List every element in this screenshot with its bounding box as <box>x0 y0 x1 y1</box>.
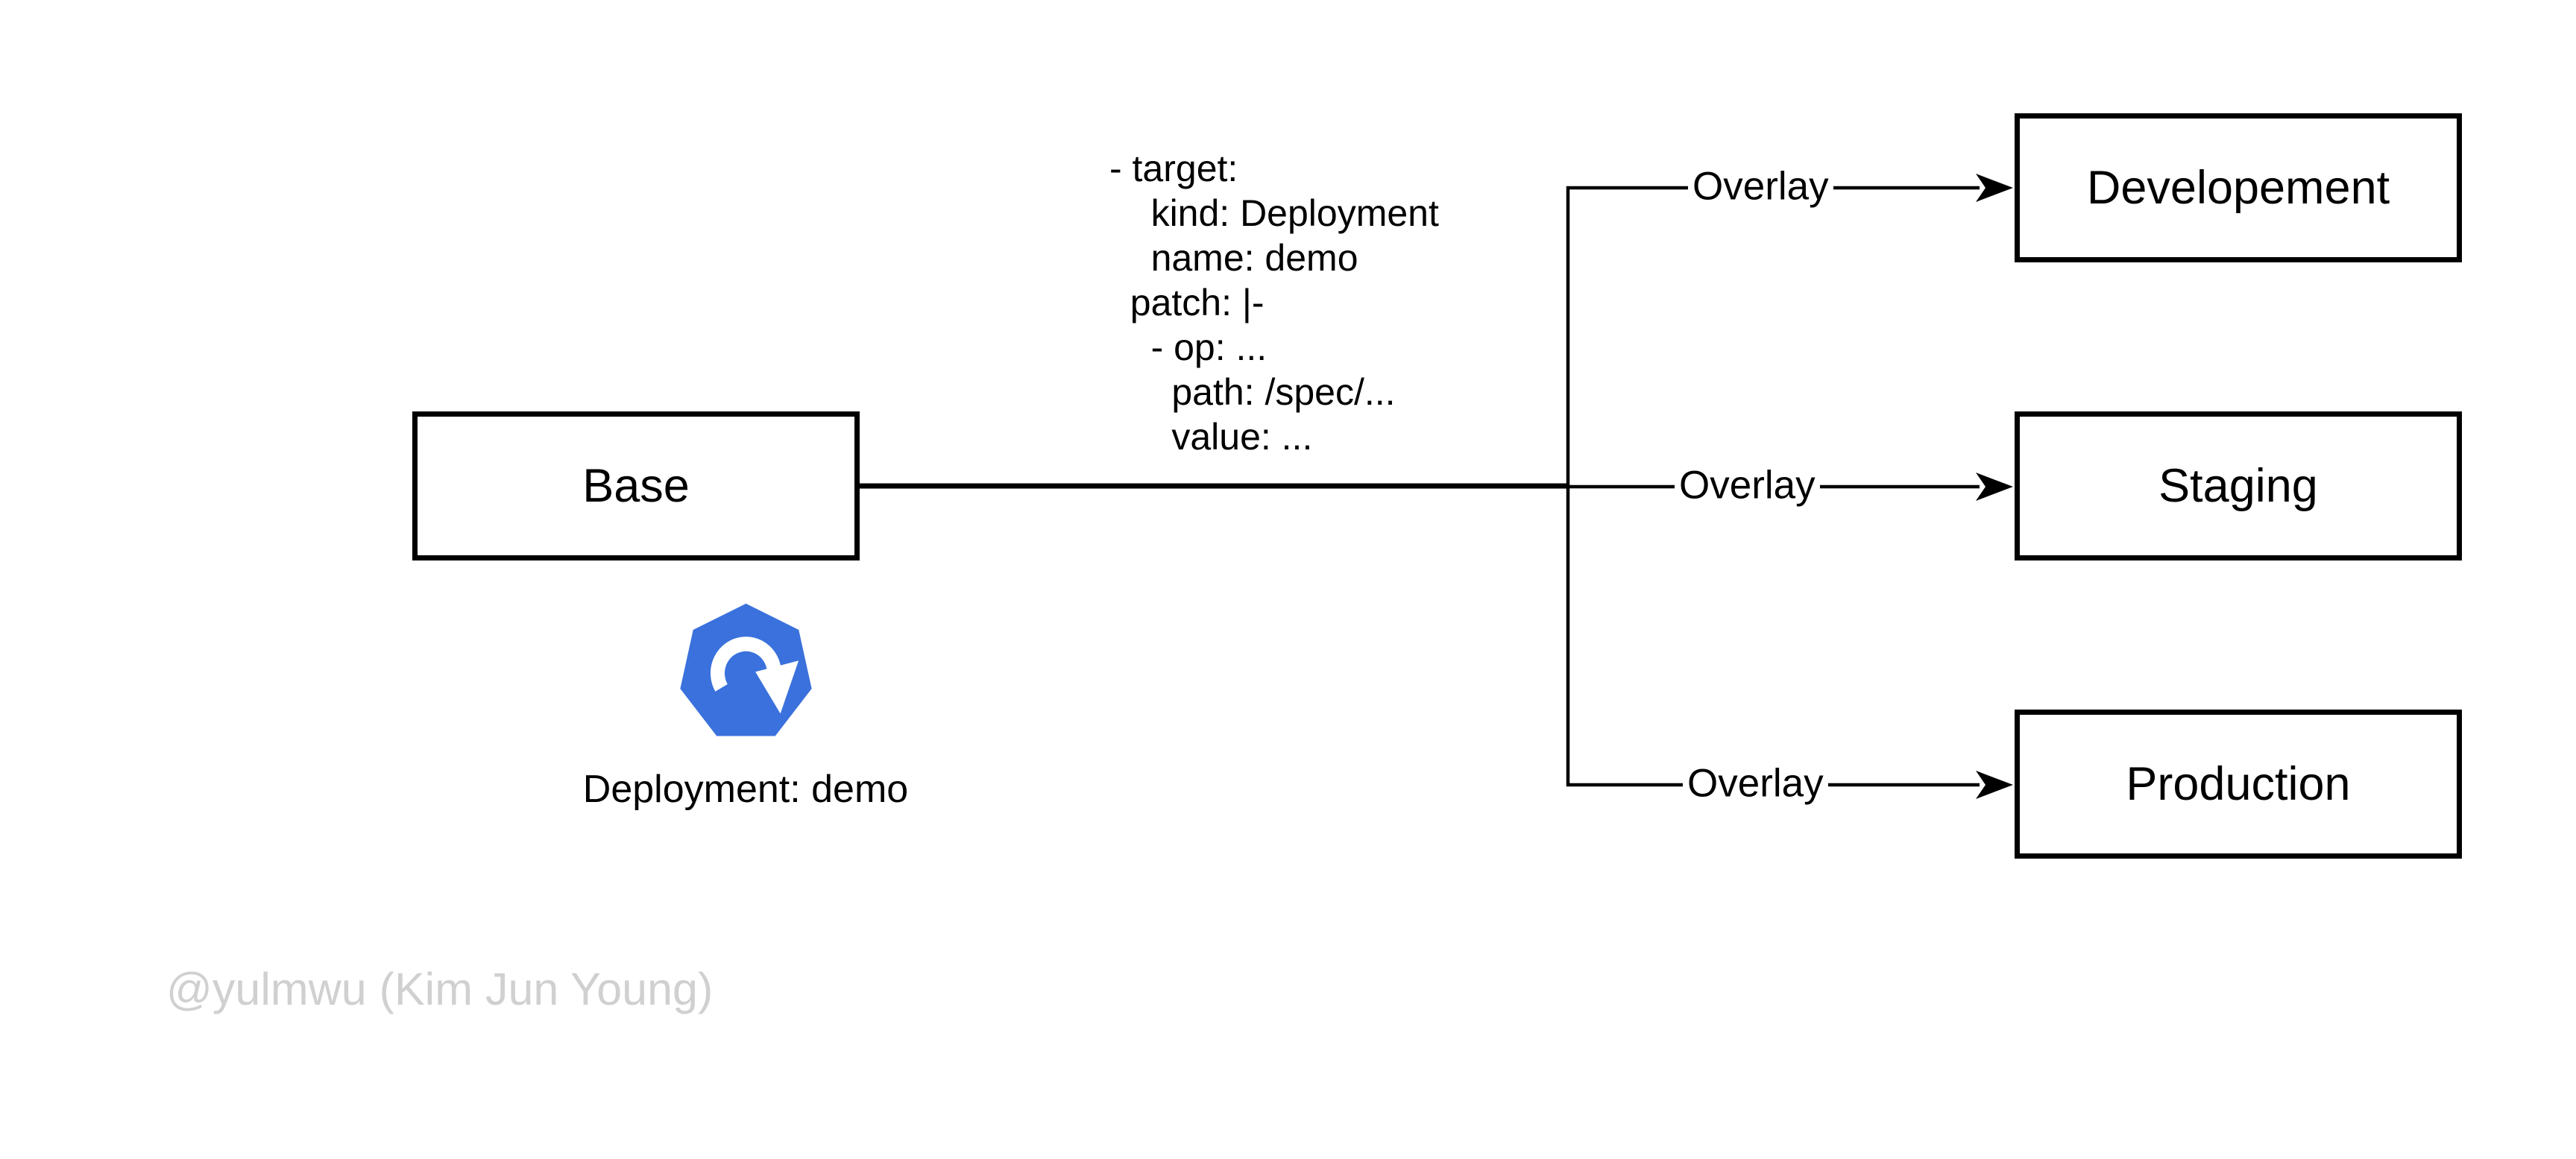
arrowhead-production-icon <box>1976 771 2013 799</box>
overlay-edge-label-middle: Overlay <box>1675 463 1820 509</box>
base-node-label: Base <box>582 459 690 512</box>
deployment-caption: Deployment: demo <box>582 768 909 811</box>
overlay-edge-label-bottom: Overlay <box>1683 761 1828 807</box>
circular-arrow-arc <box>710 637 781 692</box>
arrowhead-development-icon <box>1976 174 2013 202</box>
staging-node: Staging <box>2015 411 2462 560</box>
patch-yaml-annotation: - target: kind: Deployment name: demo pa… <box>1109 148 1439 458</box>
production-node-label: Production <box>2126 757 2351 810</box>
overlay-edge-label-top: Overlay <box>1688 164 1833 210</box>
production-node: Production <box>2015 710 2462 859</box>
staging-node-label: Staging <box>2158 459 2318 512</box>
base-node: Base <box>412 411 860 560</box>
development-node-label: Developement <box>2086 161 2390 214</box>
circular-arrow-head <box>755 660 799 714</box>
kubernetes-deployment-icon <box>680 603 812 736</box>
development-node: Developement <box>2015 113 2462 262</box>
arrowhead-staging-icon <box>1976 473 2013 501</box>
watermark: @yulmwu (Kim Jun Young) <box>166 964 714 1014</box>
